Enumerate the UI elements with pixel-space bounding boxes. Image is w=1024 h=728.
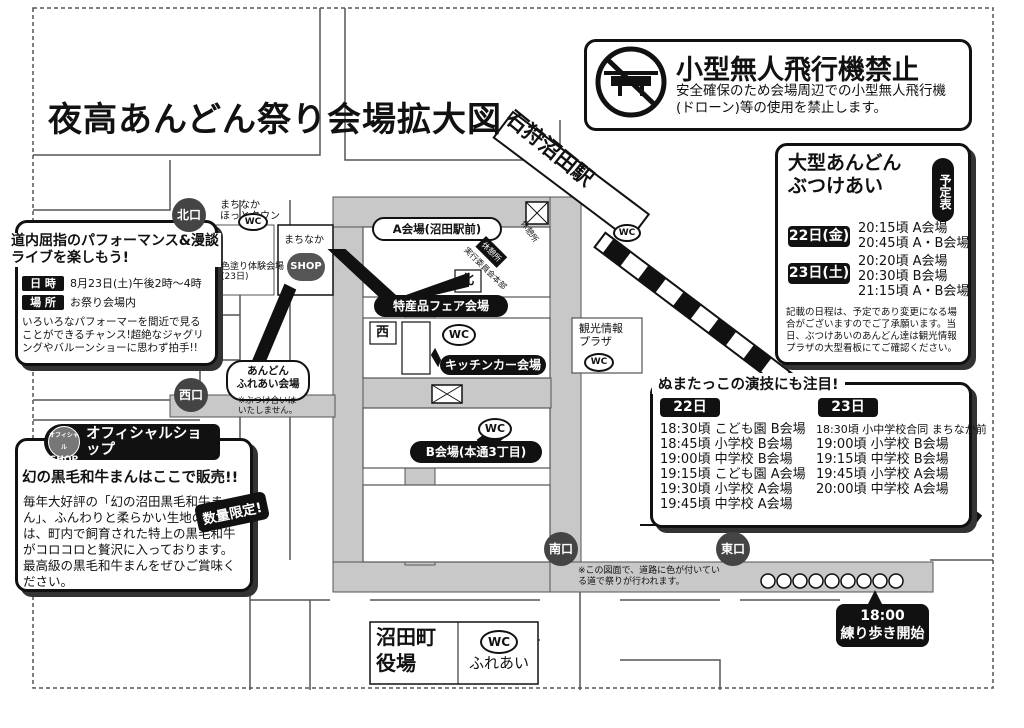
wc-icon: WC: [478, 418, 512, 440]
wc-icon: WC: [613, 224, 641, 242]
shop-head-text: オフィシャルショップ: [86, 426, 202, 458]
wc-icon: WC: [480, 630, 518, 654]
no-drone-icon: [595, 46, 667, 118]
clash-time: 20:45頃 A・B会場: [858, 236, 970, 251]
kitchen-car-label: キッチンカー会場: [440, 355, 546, 375]
clash-time: 20:15頃 A会場: [858, 221, 948, 236]
perf-row: 19:45頃 中学校 A会場: [660, 497, 793, 512]
live-date: 8月23日(土)午後2時〜4時: [70, 277, 202, 290]
perf-day-23: 23日(土): [818, 398, 878, 434]
place-tag: 場 所: [22, 295, 64, 310]
venue-a-label: A会場(沼田駅前): [372, 217, 502, 241]
live-text: いろいろなパフォーマーを間近で見ることができるチャンス!超絶なジャグリングやバル…: [22, 316, 204, 354]
clash-day-23: 23日(土): [788, 263, 850, 284]
shop-subtitle: 幻の黒毛和牛まんはここで販売!!: [22, 470, 239, 486]
shop-badge-icon: オフィシャル SHOP: [48, 426, 80, 465]
tourism-plaza-label: 観光情報 プラザ: [579, 322, 623, 348]
shop-badge-label: SHOP: [49, 455, 79, 465]
shop-badge-small: オフィシャル: [49, 432, 79, 451]
machinaka-shop-label: まちなか: [284, 235, 324, 246]
fureai-bubble: あんどん ふれあい会場: [226, 360, 310, 401]
map-shop-badge: SHOP: [287, 253, 325, 281]
clash-day-22: 22日(金): [788, 226, 850, 247]
clash-note: 記載の日程は、予定であり変更になる場合がございますのでご了承願います。当日、ぶつ…: [786, 307, 958, 354]
perf-row: 19:00頃 中学校 B会場: [660, 452, 793, 467]
live-heading: 道内屈指のパフォーマンス&漫談ライブを楽しもう!: [11, 233, 221, 267]
perf-day-22: 22日(金): [660, 398, 720, 434]
perf-row: 19:00頃 小学校 B会場: [816, 437, 949, 452]
perf-row: 20:00頃 中学校 A会場: [816, 482, 949, 497]
date-tag: 日 時: [22, 276, 64, 291]
clash-time: 20:20頃 A会場: [858, 254, 948, 269]
official-shop-header: オフィシャル SHOP オフィシャルショップ: [44, 424, 220, 465]
road-note: ※この図面で、道路に色が付いている道で祭りが行われます。: [578, 566, 720, 587]
parade-start-label: 18:00 練り歩き開始: [836, 604, 929, 647]
fureai-label: ふれあい: [469, 654, 530, 672]
east-exit-marker: 東口: [716, 532, 750, 566]
wc-icon: WC: [584, 353, 614, 372]
south-exit-marker: 南口: [544, 532, 578, 566]
perf-row: 19:15頃 こども園 A会場: [660, 467, 806, 482]
coloring-label: 色塗り体験会場 (23日): [221, 262, 285, 282]
drone-text: 安全確保のため会場周辺での小型無人飛行機(ドローン)等の使用を禁止します。: [676, 83, 946, 116]
clash-time: 21:15頃 A・B会場: [858, 284, 970, 299]
clash-title: 大型あんどん ぶつけあい: [788, 152, 902, 197]
shop-body: 毎年大好評の「幻の沼田黒毛和牛まん」、ふんわりと柔らかい生地の中には、町内で飼育…: [23, 494, 236, 589]
fureai-note: ※ぶつけ合いは いたしません。: [238, 396, 298, 416]
perf-row: 19:45頃 小学校 A会場: [816, 467, 949, 482]
perf-row: 19:30頃 小学校 A会場: [660, 482, 793, 497]
live-place: お祭り会場内: [70, 296, 136, 309]
perf-row: 18:30頃 こども園 B会場: [660, 422, 806, 437]
wc-icon: WC: [442, 324, 476, 346]
west-exit-marker: 西口: [174, 378, 208, 412]
town-office-label: 沼田町 役場: [376, 625, 436, 675]
venue-b-label: B会場(本通3丁目): [410, 441, 542, 463]
schedule-badge: 予定表: [932, 158, 954, 222]
west-box-label: 西: [376, 325, 390, 340]
performance-title: ぬまたっこの演技にも注目!: [652, 373, 845, 394]
perf-row: 18:30頃 小中学校合同 まちなか前: [816, 423, 987, 436]
perf-row: 19:15頃 中学校 B会場: [816, 452, 949, 467]
north-exit-marker: 北口: [172, 198, 206, 232]
north-box-label: 北: [461, 273, 475, 288]
clash-schedule-box: [775, 143, 971, 365]
drone-title: 小型無人飛行機禁止: [676, 55, 919, 86]
clash-time: 20:30頃 B会場: [858, 269, 948, 284]
perf-row: 18:45頃 小学校 B会場: [660, 437, 793, 452]
wc-icon: WC: [238, 213, 268, 231]
fair-label: 特産品フェア会場: [374, 295, 508, 317]
map-title: 夜高あんどん祭り会場拡大図: [48, 100, 502, 140]
